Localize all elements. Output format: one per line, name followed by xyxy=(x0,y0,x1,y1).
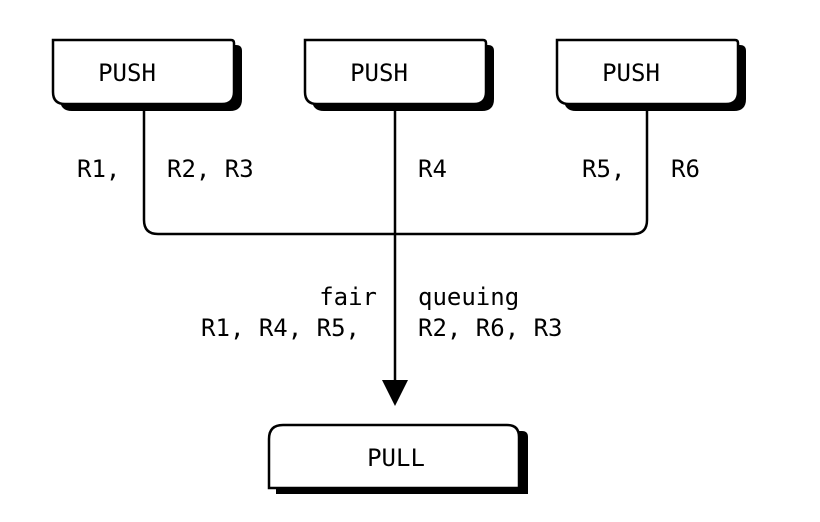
edge-label-left-b: R2, R3 xyxy=(167,155,254,183)
arrowhead xyxy=(382,380,408,406)
edge-label-left-a: R1, xyxy=(77,155,120,183)
merge-label-fair: fair xyxy=(319,283,377,311)
push-node-middle-label: PUSH xyxy=(350,59,408,87)
edge-label-middle: R4 xyxy=(418,155,447,183)
merged-order-left: R1, R4, R5, xyxy=(201,314,360,342)
edge-label-right-a: R5, xyxy=(582,155,625,183)
merge-label-queuing: queuing xyxy=(418,283,519,311)
push-node-right-label: PUSH xyxy=(602,59,660,87)
push-node-left-label: PUSH xyxy=(98,59,156,87)
pull-node-label: PULL xyxy=(367,444,425,472)
edge-label-right-b: R6 xyxy=(671,155,700,183)
pull-node: PULL xyxy=(267,423,528,494)
merged-order-right: R2, R6, R3 xyxy=(418,314,563,342)
push-node-middle: PUSH xyxy=(303,38,494,111)
push-node-left: PUSH xyxy=(51,38,242,111)
push-node-right: PUSH xyxy=(555,38,746,111)
